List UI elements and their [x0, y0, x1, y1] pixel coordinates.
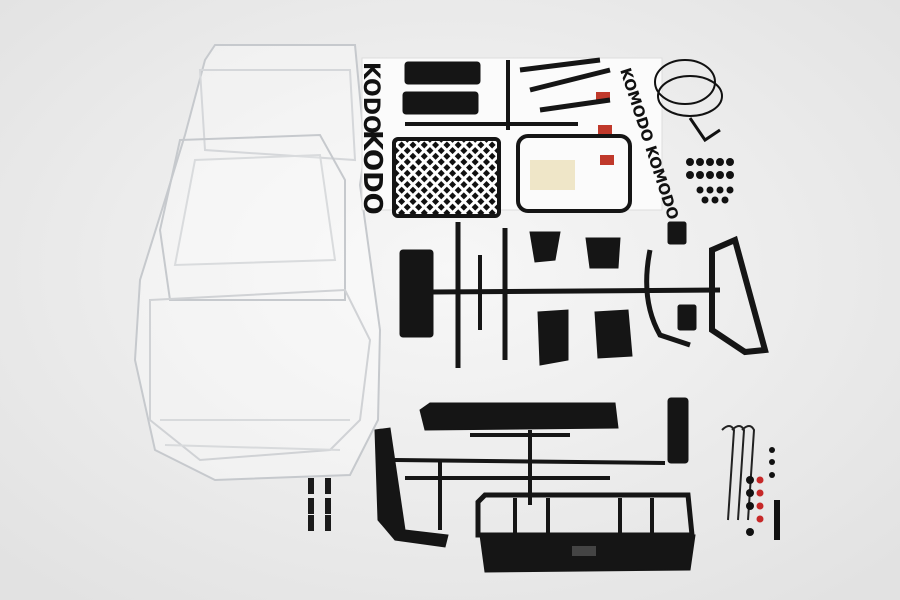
window-frame — [516, 134, 632, 213]
decal-side-text-lower: KODO — [357, 130, 387, 215]
roof-rack-sprue — [392, 57, 632, 218]
accessory-sprue-middle — [399, 221, 769, 368]
light-pod — [537, 309, 569, 366]
body-clips-hardware — [721, 425, 780, 540]
clear-body-shell — [133, 44, 382, 482]
decal-side-text: KODO — [358, 62, 383, 134]
decal-tail-light — [600, 155, 614, 165]
adhesive-pads — [530, 160, 575, 190]
side-step — [399, 249, 434, 338]
mirror — [585, 237, 621, 269]
light-bar — [667, 397, 689, 464]
winch — [572, 546, 596, 556]
mirror — [529, 231, 561, 263]
light-pod — [594, 309, 633, 359]
rear-bumper — [419, 402, 619, 431]
front-bumper-guard — [475, 492, 695, 538]
roof-rack-basket — [392, 137, 501, 218]
side-rock-slider — [374, 427, 449, 548]
body-screws — [308, 478, 331, 531]
wire-and-hardware — [654, 59, 734, 204]
jerry-can — [404, 61, 481, 85]
rear-bumper-arm — [709, 235, 769, 356]
decal-tail-light — [596, 92, 610, 102]
decal-tail-light — [598, 125, 612, 135]
jerry-can — [402, 91, 479, 115]
bumper-sprue — [374, 397, 696, 573]
